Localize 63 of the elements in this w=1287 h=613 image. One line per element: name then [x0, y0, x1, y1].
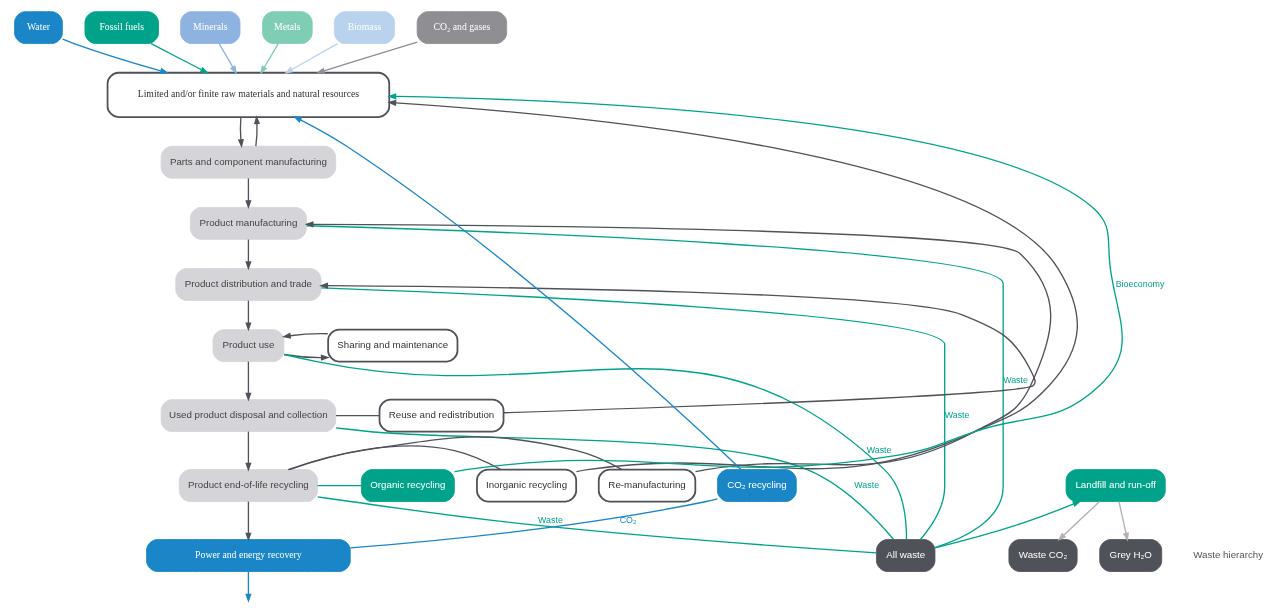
arrow — [1057, 500, 1101, 541]
edge-label: Bioeconomy — [1115, 278, 1165, 289]
arrow — [237, 116, 244, 149]
connector — [283, 353, 908, 540]
arrow — [281, 332, 329, 339]
node-box: Biomass — [333, 11, 395, 44]
connector — [317, 496, 878, 554]
node-box: Product use — [212, 329, 285, 362]
node-box: Re-manufacturing — [597, 468, 697, 503]
node-box: Organic recycling — [360, 469, 455, 502]
label: Waste hierarchy — [1193, 549, 1264, 561]
arrow — [245, 500, 252, 542]
arrow — [284, 43, 339, 74]
node-box: Water — [14, 11, 63, 44]
node-box: Metals — [262, 11, 313, 44]
node-box: Reuse and redistribution — [378, 398, 505, 433]
node-box: CO₂ and gases — [416, 11, 508, 44]
node-box: Grey H₂O — [1099, 539, 1163, 572]
arrow — [245, 360, 252, 402]
connector — [320, 287, 946, 541]
edge-label: Waste — [538, 514, 563, 525]
node-box: Sharing and maintenance — [327, 328, 459, 363]
node-box: Limited and/or finite raw materials and natural resources — [106, 71, 391, 118]
node-box: Waste CO₂ — [1008, 539, 1078, 572]
node-box: Inorganic recycling — [476, 468, 578, 503]
edge-label: Waste — [854, 479, 880, 490]
connector — [306, 225, 1004, 549]
arrow — [260, 43, 279, 75]
arrow — [934, 500, 1082, 549]
connector — [288, 436, 623, 471]
connector — [316, 484, 362, 487]
arrow — [245, 177, 252, 210]
node-box: All waste — [876, 539, 936, 572]
connector — [335, 414, 380, 417]
node-box: Power and energy recovery — [146, 539, 351, 572]
connector — [335, 427, 895, 541]
edge-label: CO₂ — [619, 514, 637, 525]
arrow — [245, 571, 252, 603]
connector — [349, 498, 719, 549]
connector — [287, 445, 502, 471]
arrow — [319, 282, 1036, 414]
node-box: Minerals — [180, 11, 241, 44]
node-box: Product end-of-life recycling — [178, 469, 318, 502]
arrow — [315, 41, 418, 74]
arrow — [1118, 500, 1129, 542]
arrow — [293, 116, 742, 471]
node-box: Fossil fuels — [84, 11, 159, 44]
arrow — [245, 238, 252, 271]
edge-label: Waste — [944, 409, 970, 420]
arrow — [304, 221, 1052, 473]
node-box: Used product disposal and collection — [160, 399, 337, 432]
arrow — [150, 43, 209, 74]
node-box: Product distribution and trade — [175, 268, 322, 301]
node-box: Landfill and run-off — [1065, 469, 1166, 502]
edge-label: Waste — [866, 444, 892, 455]
node-box: Parts and component manufacturing — [160, 145, 337, 179]
arrow — [253, 115, 261, 147]
node-box: CO₂ recycling — [717, 469, 797, 502]
arrow — [218, 43, 238, 75]
arrow — [62, 38, 169, 74]
node-box: Product manufacturing — [189, 206, 307, 240]
arrow — [245, 430, 252, 472]
arrow — [245, 299, 252, 332]
